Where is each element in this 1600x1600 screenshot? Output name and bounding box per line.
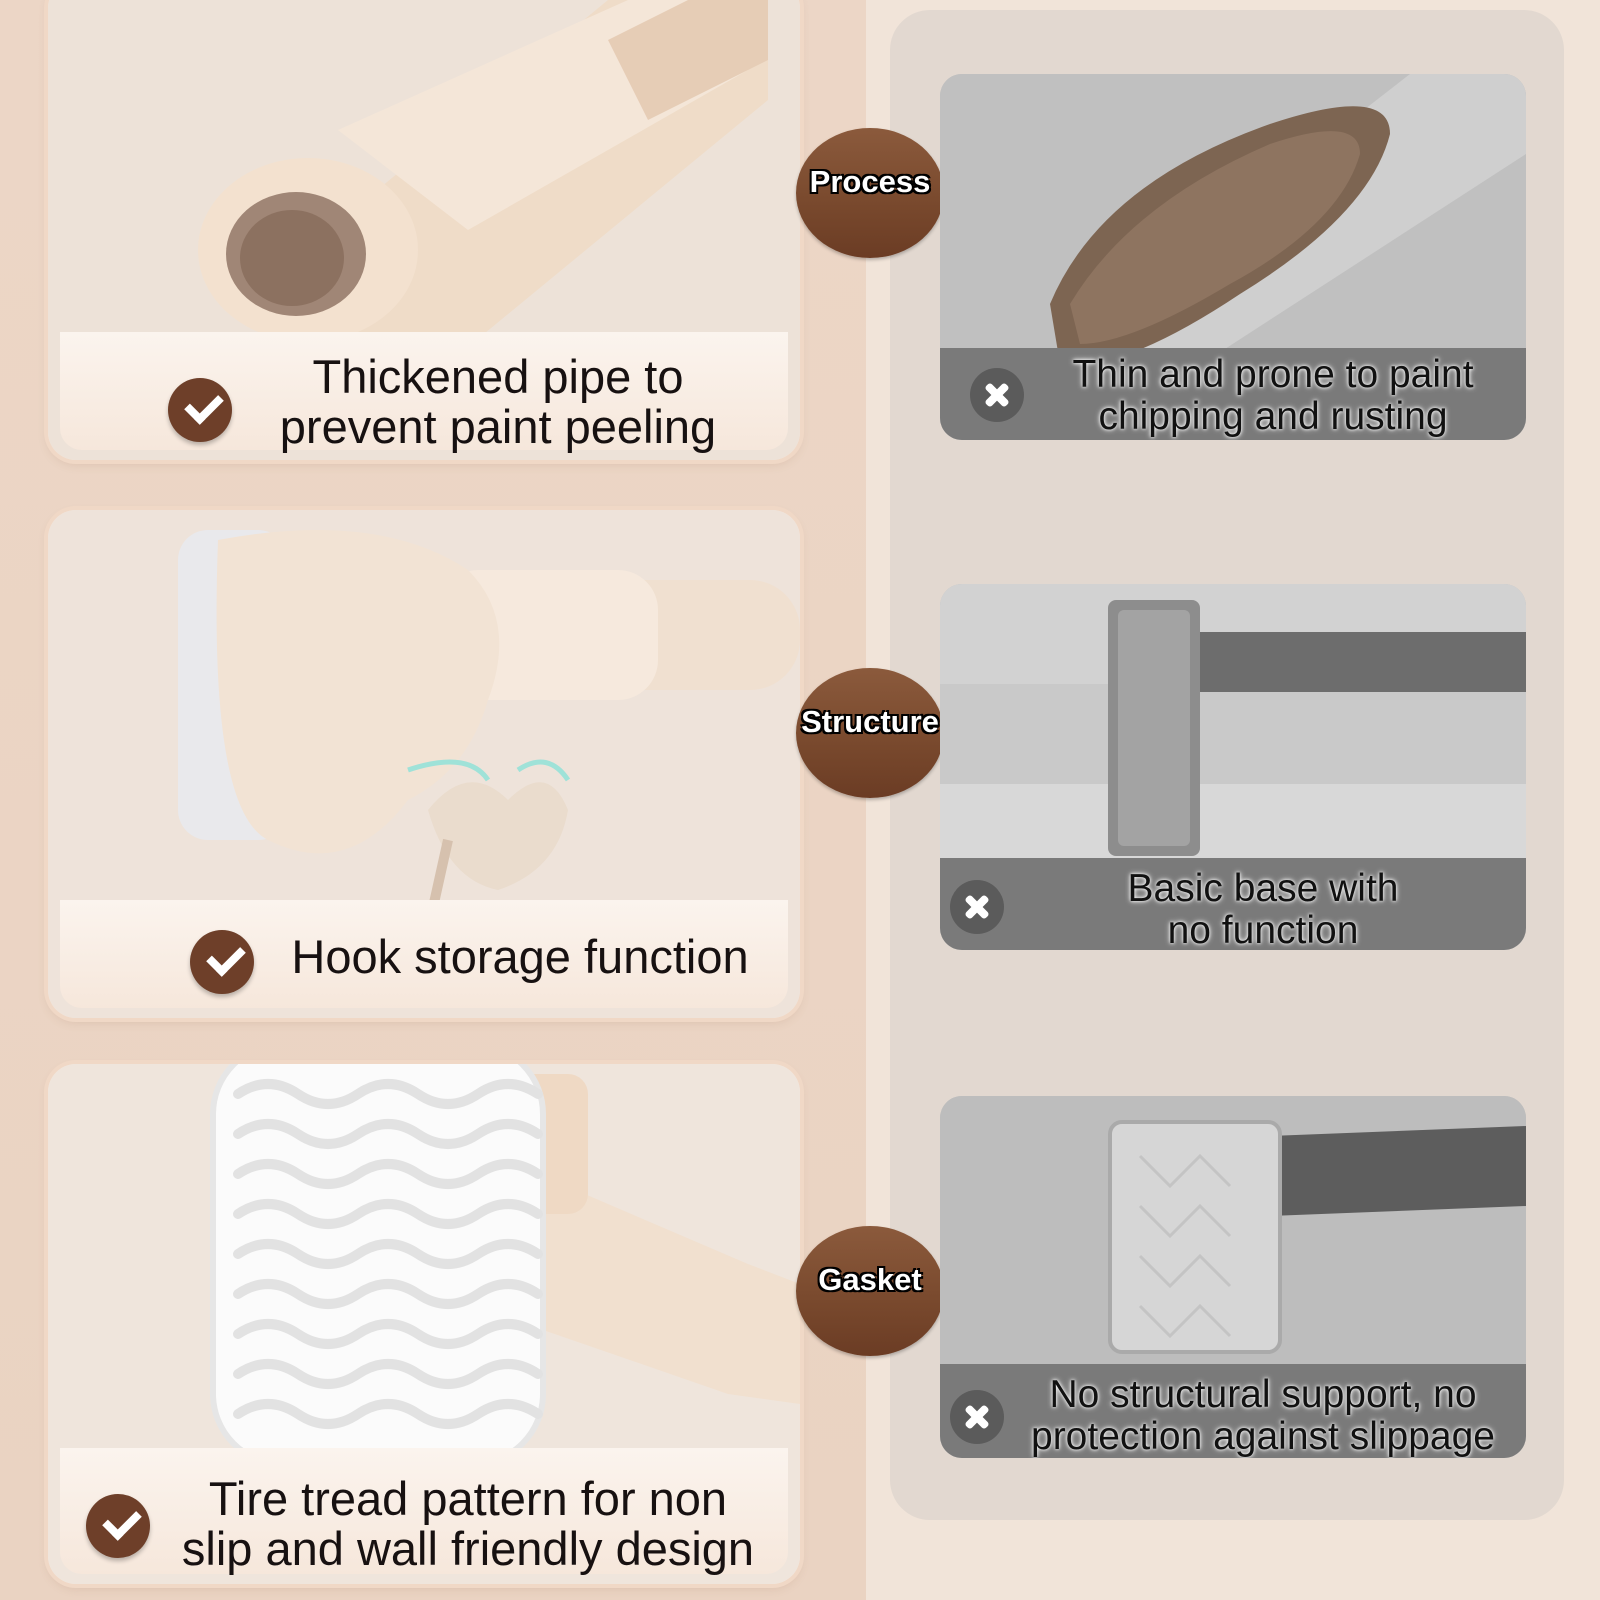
competitor-label: No structural support, no protection aga… (1031, 1373, 1495, 1458)
feature-label: Thickened pipe to prevent paint peeling (279, 350, 717, 453)
competitor-card-flat-pad: No structural support, no protection aga… (940, 1096, 1526, 1458)
competitor-caption (940, 348, 1526, 440)
feature-label: Tire tread pattern for non slip and wall… (181, 1472, 755, 1575)
competitor-caption (940, 1364, 1526, 1458)
competitor-label: Thin and prone to paint chipping and rus… (1072, 353, 1474, 438)
x-icon (950, 880, 1004, 934)
feature-label: Hook storage function (291, 930, 749, 983)
check-icon (86, 1494, 150, 1558)
competitor-card-thin-pipe: Thin and prone to paint chipping and rus… (940, 74, 1526, 440)
category-badge-process: Process (796, 128, 944, 258)
x-icon (950, 1390, 1004, 1444)
plain-base-photo (940, 584, 1526, 950)
category-badge-structure: Structure (796, 668, 944, 798)
competitor-caption (940, 858, 1526, 950)
competitor-card-basic-base: Basic base with no function (940, 584, 1526, 950)
competitor-label: Basic base with no function (1127, 867, 1399, 951)
x-icon (970, 368, 1024, 422)
check-icon (190, 930, 254, 994)
category-badge-gasket: Gasket (796, 1226, 944, 1356)
category-label: Gasket (818, 1262, 922, 1297)
category-label: Process (809, 164, 931, 199)
feature-card-thick-pipe: Thickened pipe to prevent paint peeling (48, 0, 800, 460)
feature-caption (60, 1448, 788, 1574)
feature-card-tread: Tire tread pattern for non slip and wall… (48, 1064, 800, 1584)
feature-card-hook: Hook storage function (48, 510, 800, 1018)
feature-caption (60, 900, 788, 1008)
category-label: Structure (801, 704, 939, 739)
check-icon (168, 378, 232, 442)
